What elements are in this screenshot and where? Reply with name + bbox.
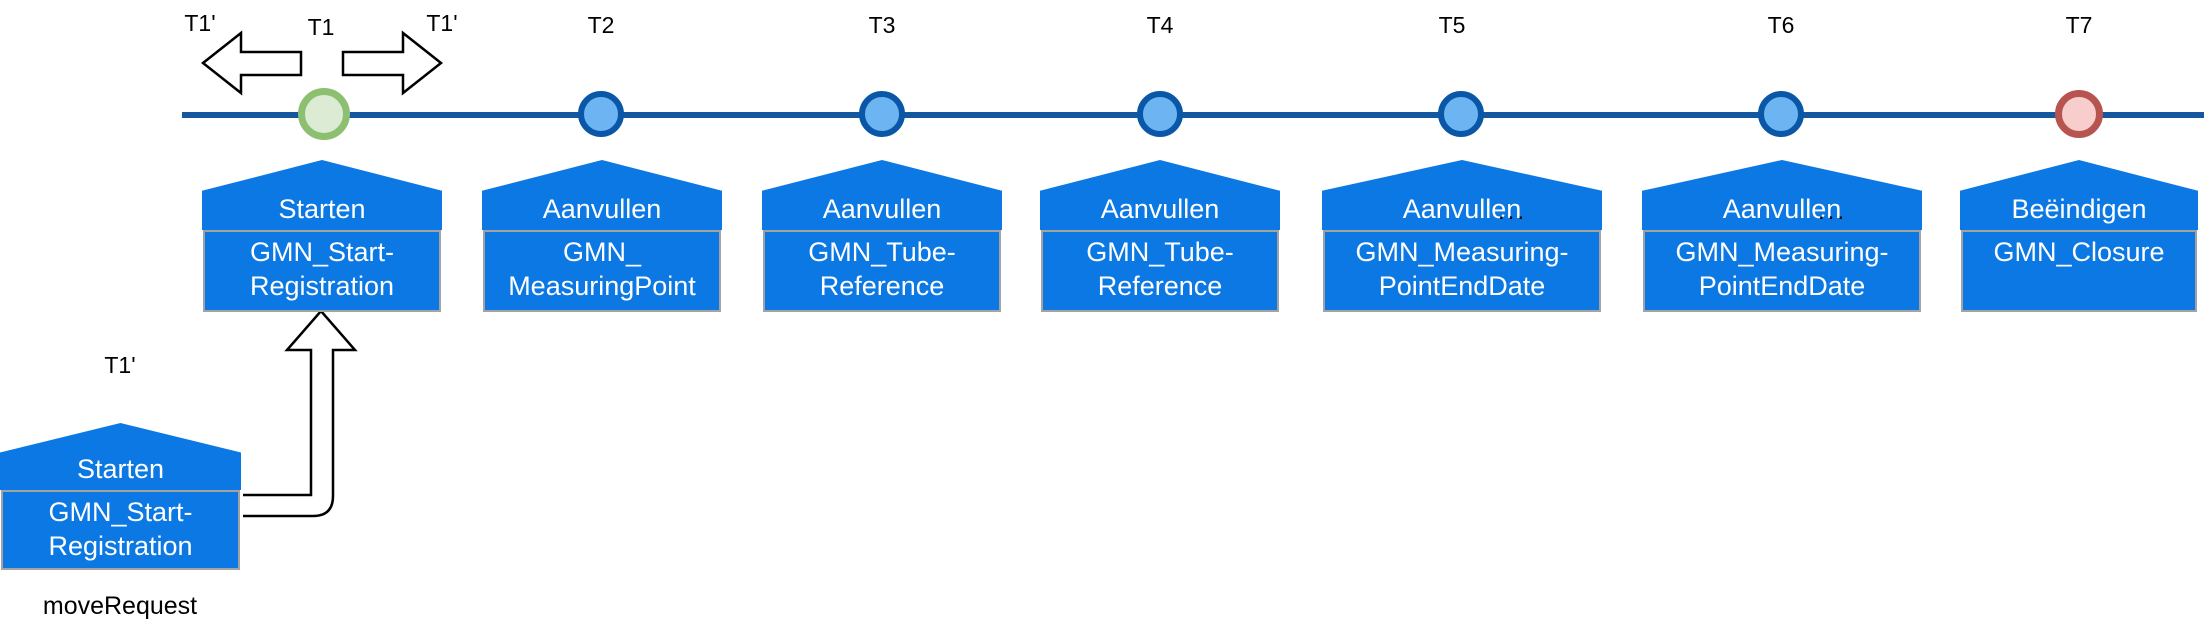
house-t2-roof-label: Aanvullen bbox=[542, 194, 662, 224]
house-t4: Aanvullen GMN_Tube- Reference bbox=[1040, 160, 1280, 312]
timeline-node-t3 bbox=[859, 91, 905, 137]
body-line: GMN_ bbox=[562, 237, 641, 267]
house-t6-body: GMN_Measuring- PointEndDate bbox=[1643, 230, 1921, 312]
detached-house: Starten GMN_Start- Registration bbox=[0, 423, 241, 570]
house-t7-body: GMN_Closure bbox=[1961, 230, 2197, 312]
house-t1-roof-label: Starten bbox=[278, 194, 366, 224]
node-label-t5: T5 bbox=[1438, 12, 1466, 38]
house-t6-roof-label: Aanvullen bbox=[1722, 194, 1842, 224]
detached-house-body: GMN_Start- Registration bbox=[1, 490, 240, 570]
move-up-arrow-icon bbox=[243, 309, 358, 518]
timeline-node-t6 bbox=[1758, 91, 1804, 137]
house-t5-roof-ellipsis: ... bbox=[1498, 198, 1528, 225]
house-t3: Aanvullen GMN_Tube- Reference bbox=[762, 160, 1002, 312]
house-t3-body: GMN_Tube- Reference bbox=[763, 230, 1001, 312]
body-line: PointEndDate bbox=[1698, 271, 1866, 301]
node-label-t6: T6 bbox=[1767, 12, 1795, 38]
house-t4-body: GMN_Tube- Reference bbox=[1041, 230, 1279, 312]
body-line: Registration bbox=[48, 531, 193, 561]
body-line: Reference bbox=[819, 271, 945, 301]
timeline-node-t2 bbox=[578, 91, 624, 137]
move-left-arrow-icon bbox=[200, 30, 303, 96]
house-t1: Starten GMN_Start- Registration bbox=[202, 160, 442, 312]
node-label-t2: T2 bbox=[587, 12, 615, 38]
house-t2-body: GMN_ MeasuringPoint bbox=[483, 230, 721, 312]
body-line: MeasuringPoint bbox=[508, 271, 696, 301]
house-t7-roof-label: Beëindigen bbox=[2011, 194, 2147, 224]
t1-prime-label-detached: T1' bbox=[104, 352, 136, 378]
house-t5-body: GMN_Measuring- PointEndDate bbox=[1323, 230, 1601, 312]
body-line: PointEndDate bbox=[1378, 271, 1546, 301]
body-line: Reference bbox=[1097, 271, 1223, 301]
house-t1-body: GMN_Start- Registration bbox=[203, 230, 441, 312]
body-line: GMN_Tube- bbox=[808, 237, 956, 267]
detached-house-roof-label: Starten bbox=[76, 454, 165, 484]
node-label-t3: T3 bbox=[868, 12, 896, 38]
house-t3-roof-label: Aanvullen bbox=[822, 194, 942, 224]
house-t5: Aanvullen ... GMN_Measuring- PointEndDat… bbox=[1322, 160, 1602, 312]
house-t6-roof-ellipsis: ... bbox=[1818, 198, 1848, 225]
house-t2: Aanvullen GMN_ MeasuringPoint bbox=[482, 160, 722, 312]
body-line: GMN_Measuring- bbox=[1355, 237, 1569, 267]
timeline-node-t5 bbox=[1438, 91, 1484, 137]
body-line: GMN_Tube- bbox=[1086, 237, 1234, 267]
body-line: Registration bbox=[249, 271, 395, 301]
t1-prime-label-left: T1' bbox=[184, 10, 216, 36]
body-line: GMN_Start- bbox=[249, 237, 395, 267]
house-t5-roof-label: Aanvullen bbox=[1402, 194, 1522, 224]
body-line: GMN_Start- bbox=[48, 497, 193, 527]
house-t4-roof-label: Aanvullen bbox=[1100, 194, 1220, 224]
move-right-arrow-icon bbox=[341, 30, 444, 96]
timeline-node-t7 bbox=[2055, 90, 2103, 138]
node-label-t7: T7 bbox=[2065, 12, 2093, 38]
house-t6: Aanvullen ... GMN_Measuring- PointEndDat… bbox=[1642, 160, 1922, 312]
node-label-t4: T4 bbox=[1146, 12, 1174, 38]
move-up-arrow-fill bbox=[243, 311, 355, 516]
body-line: GMN_Measuring- bbox=[1675, 237, 1889, 267]
house-t7: Beëindigen GMN_Closure bbox=[1960, 160, 2198, 312]
body-line: GMN_Closure bbox=[1993, 237, 2165, 267]
move-request-caption: moveRequest bbox=[42, 592, 198, 620]
timeline-node-t4 bbox=[1137, 91, 1183, 137]
t1-prime-label-right: T1' bbox=[426, 10, 458, 36]
node-label-t1: T1 bbox=[307, 14, 335, 40]
timeline-node-t1 bbox=[298, 88, 350, 140]
